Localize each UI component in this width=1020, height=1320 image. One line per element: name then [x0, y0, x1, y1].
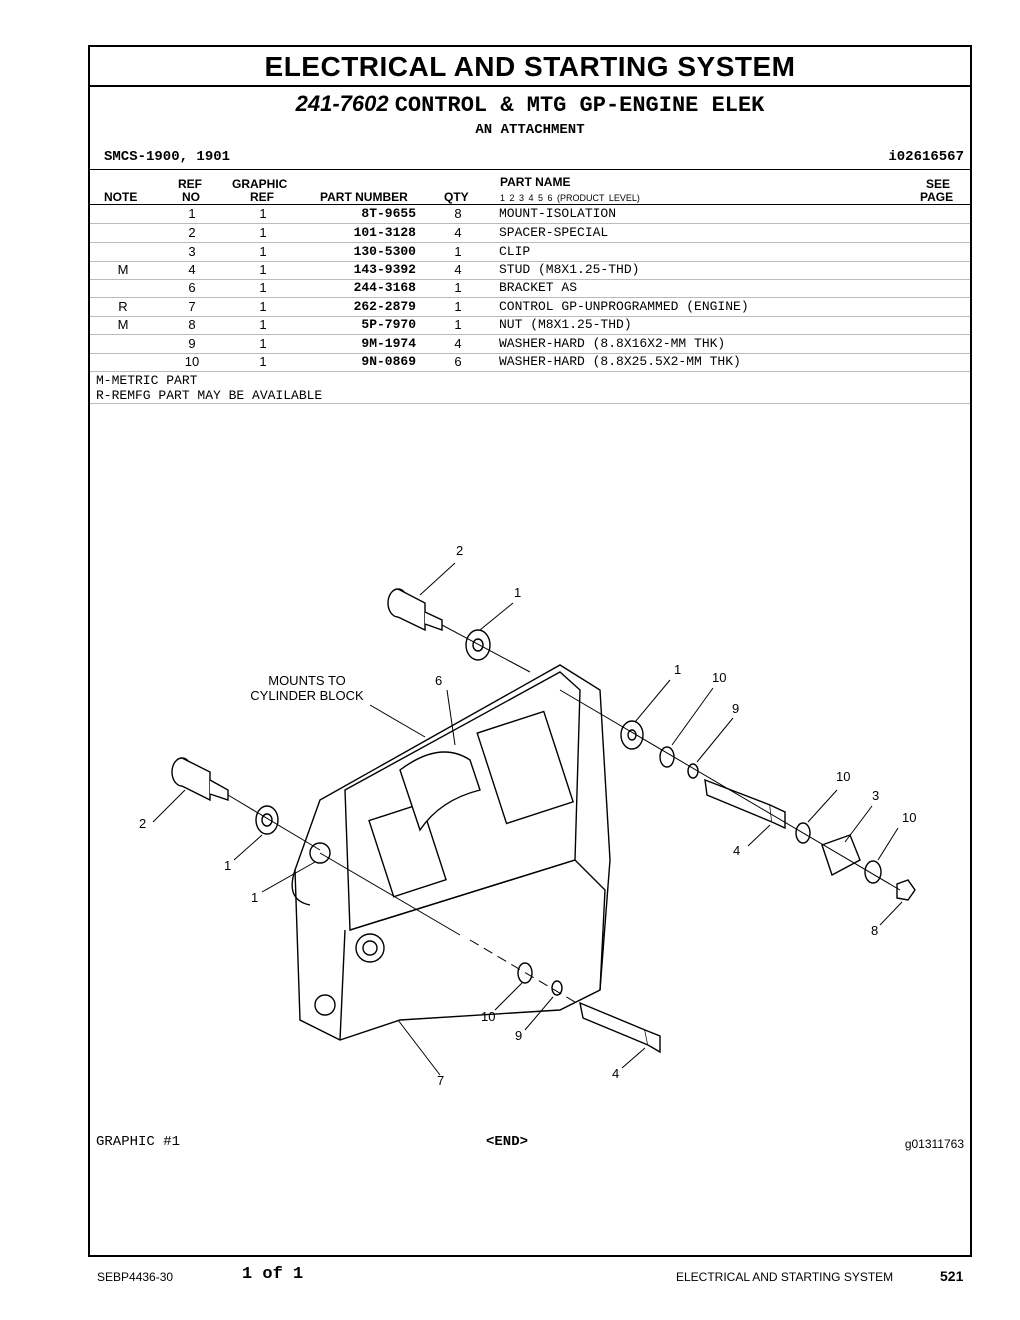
ecm-control-body	[291, 664, 611, 1041]
footer-section: ELECTRICAL AND STARTING SYSTEM	[676, 1270, 894, 1284]
part-number-link[interactable]: 8T-9655	[361, 206, 416, 221]
left-spacer	[171, 757, 229, 802]
group-title: 241-7602 CONTROL & MTG GP-ENGINE ELEK	[90, 91, 970, 119]
callout: 2	[456, 543, 463, 558]
section-title: ELECTRICAL AND STARTING SYSTEM	[90, 47, 970, 87]
callout: 9	[732, 701, 739, 716]
col-header-see-top: SEE	[926, 177, 951, 191]
callout: 8	[871, 923, 878, 938]
col-header-qty: QTY	[444, 190, 469, 204]
callout: 1	[251, 890, 258, 905]
note-metric: M-METRIC PART	[96, 373, 198, 388]
callout: 10	[836, 769, 850, 784]
group-part-name: CONTROL & MTG GP-ENGINE ELEK	[394, 93, 765, 118]
graphic-id: g01311763	[904, 1137, 964, 1151]
callout: 10	[712, 670, 726, 685]
table-row: M 8 1 5P-7970 1 NUT (M8X1.25-THD)	[90, 316, 970, 335]
mounts-label-line1: MOUNTS TO	[268, 673, 346, 688]
footer-page-of: 1 of 1	[242, 1265, 304, 1284]
notes-legend: M-METRIC PART R-REMFG PART MAY BE AVAILA…	[96, 373, 322, 403]
callout: 4	[733, 843, 740, 858]
table-row: 6 1 244-3168 1 BRACKET AS	[90, 279, 970, 298]
col-header-ref-top: REF	[178, 177, 202, 191]
table-row: M 4 1 143-9392 4 STUD (M8X1.25-THD)	[90, 261, 970, 280]
leader-lines	[152, 562, 903, 1076]
notes-rule	[90, 403, 970, 404]
col-header-note: NOTE	[104, 190, 138, 204]
part-number-link[interactable]: 9M-1974	[361, 336, 416, 351]
part-number-link[interactable]: 101-3128	[353, 225, 416, 240]
table-header-rule	[90, 204, 970, 205]
callout: 10	[481, 1009, 495, 1024]
table-row: 9 1 9M-1974 4 WASHER-HARD (8.8X16X2-MM T…	[90, 335, 970, 354]
callout: 6	[435, 673, 442, 688]
table-row: R 7 1 262-2879 1 CONTROL GP-UNPROGRAMMED…	[90, 298, 970, 317]
footer-page-number: 521	[940, 1268, 964, 1284]
page-frame: ELECTRICAL AND STARTING SYSTEM 241-7602 …	[88, 45, 972, 1257]
group-subtitle: AN ATTACHMENT	[475, 122, 585, 138]
smcs-codes: SMCS-1900, 1901	[104, 149, 231, 165]
table-row: 10 1 9N-0869 6 WASHER-HARD (8.8X25.5X2-M…	[90, 353, 970, 372]
table-row: 2 1 101-3128 4 SPACER-SPECIAL	[90, 224, 970, 243]
callout: 2	[139, 816, 146, 831]
callout: 10	[902, 810, 916, 825]
left-mount	[255, 805, 279, 835]
col-header-ref-bottom: NO	[182, 190, 200, 204]
col-header-graphic-bottom: REF	[250, 190, 274, 204]
part-number-link[interactable]: 130-5300	[353, 244, 416, 259]
col-header-part-number: PART NUMBER	[320, 190, 408, 204]
col-header-graphic-top: GRAPHIC	[232, 177, 288, 191]
table-row: 3 1 130-5300 1 CLIP	[90, 243, 970, 262]
callout: 1	[224, 858, 231, 873]
mounts-label-line2: CYLINDER BLOCK	[250, 688, 364, 703]
end-marker: <END>	[486, 1134, 529, 1150]
part-number-link[interactable]: 244-3168	[353, 280, 416, 295]
diagram-labels: MOUNTS TO CYLINDER BLOCK 2 1 1 10 9 6 10…	[139, 543, 916, 1088]
part-number-link[interactable]: 262-2879	[353, 299, 416, 314]
callout: 1	[514, 585, 521, 600]
footer-doc-id: SEBP4436-30	[97, 1270, 174, 1284]
callout: 4	[612, 1066, 619, 1081]
top-spacer	[387, 588, 443, 632]
col-header-see-bottom: PAGE	[920, 190, 954, 204]
callout: 1	[674, 662, 681, 677]
table-top-rule	[90, 169, 970, 170]
callout: 3	[872, 788, 879, 803]
part-number-link[interactable]: 9N-0869	[361, 354, 416, 369]
note-remfg: R-REMFG PART MAY BE AVAILABLE	[96, 388, 323, 403]
graphic-label: GRAPHIC #1	[96, 1134, 181, 1150]
col-header-product-level: 1 2 3 4 5 6 (PRODUCT LEVEL)	[500, 193, 640, 203]
table-row: 1 1 8T-9655 8 MOUNT-ISOLATION	[90, 205, 970, 224]
document-identifier: i02616567	[888, 149, 964, 165]
part-number-link[interactable]: 5P-7970	[361, 317, 416, 332]
assembly-lines	[227, 624, 901, 1006]
callout: 9	[515, 1028, 522, 1043]
callout: 7	[437, 1073, 444, 1088]
group-part-number: 241-7602	[295, 91, 389, 116]
top-mount	[465, 629, 491, 661]
col-header-part-name: PART NAME	[500, 175, 571, 189]
part-number-link[interactable]: 143-9392	[353, 262, 416, 277]
right-hardware	[620, 720, 916, 901]
